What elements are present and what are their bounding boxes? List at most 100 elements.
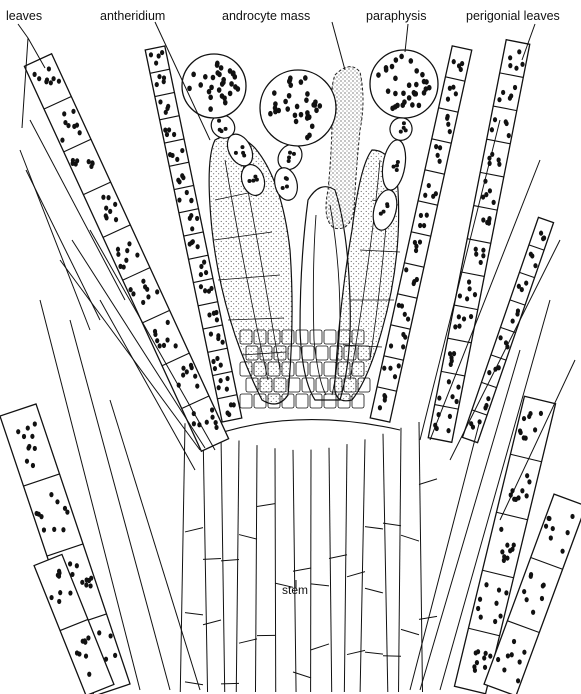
chloroplast [143, 284, 147, 289]
chloroplast [502, 554, 506, 559]
chloroplast [467, 279, 471, 284]
chloroplast [446, 428, 450, 433]
chloroplast [215, 317, 219, 322]
chloroplast [51, 76, 55, 81]
chloroplast [42, 527, 46, 532]
chloroplast [530, 253, 534, 258]
chloroplast [407, 95, 412, 101]
tissue-cell [240, 394, 252, 408]
chloroplast [385, 202, 389, 206]
chloroplast [32, 72, 36, 77]
chloroplast [210, 407, 214, 412]
chloroplast [287, 93, 292, 99]
chloroplast [180, 173, 184, 178]
chloroplast [16, 429, 20, 434]
chloroplast [390, 64, 395, 70]
chloroplast [390, 105, 395, 111]
chloroplast [208, 95, 213, 101]
stem-cross-wall [221, 559, 239, 560]
chloroplast [163, 128, 167, 133]
chloroplast [129, 287, 133, 292]
chloroplast [544, 524, 548, 529]
chloroplast [395, 164, 399, 168]
chloroplast [399, 54, 404, 60]
label-perigonial-leaves: perigonial leaves [466, 9, 560, 23]
chloroplast [114, 217, 118, 222]
tissue-cell [324, 362, 336, 376]
chloroplast [422, 223, 426, 228]
chloroplast [219, 362, 223, 367]
chloroplast [560, 549, 564, 554]
chloroplast [474, 247, 478, 252]
chloroplast [189, 198, 193, 203]
chloroplast [469, 421, 473, 426]
chloroplast [57, 599, 61, 604]
chloroplast [450, 394, 454, 399]
chloroplast [397, 363, 401, 368]
chloroplast [155, 82, 159, 87]
chloroplast [393, 76, 398, 82]
chloroplast [399, 130, 403, 134]
chloroplast [205, 420, 209, 425]
stem-cross-wall [347, 650, 365, 654]
chloroplast [216, 333, 220, 338]
chloroplast [402, 121, 406, 125]
chloroplast [493, 117, 497, 122]
chloroplast [484, 651, 488, 656]
chloroplast [427, 183, 431, 188]
chloroplast [288, 151, 292, 155]
chloroplast [458, 293, 462, 298]
chloroplast [455, 399, 459, 404]
chloroplast [224, 127, 228, 131]
chloroplast [508, 96, 512, 101]
chloroplast [146, 294, 150, 299]
chloroplast [195, 216, 199, 221]
stem-cross-wall [401, 629, 419, 634]
chloroplast [508, 63, 512, 68]
chloroplast [409, 58, 414, 64]
chloroplast [434, 144, 438, 149]
chloroplast [414, 68, 419, 74]
chloroplast [418, 239, 422, 244]
stem-cross-wall [311, 584, 329, 586]
chloroplast [418, 223, 422, 228]
chloroplast [410, 102, 415, 108]
chloroplast [422, 90, 427, 96]
chloroplast [518, 659, 522, 664]
chloroplast [203, 74, 208, 80]
tissue-cell [296, 362, 308, 376]
chloroplast [157, 53, 161, 58]
stem-cross-wall [239, 639, 257, 643]
chloroplast [165, 132, 169, 137]
chloroplast [217, 119, 221, 123]
chloroplast [566, 530, 570, 535]
stem-cross-wall [185, 613, 203, 615]
chloroplast [525, 597, 529, 602]
chloroplast [393, 374, 397, 379]
chloroplast [294, 119, 299, 125]
chloroplast [497, 157, 501, 162]
label-antheridium: antheridium [100, 9, 165, 23]
chloroplast [476, 606, 480, 611]
chloroplast [122, 264, 126, 269]
chloroplast [488, 653, 492, 658]
chloroplast [476, 649, 480, 654]
chloroplast [187, 86, 192, 92]
chloroplast [419, 213, 423, 218]
chloroplast [281, 186, 285, 190]
chloroplast [522, 416, 526, 421]
chloroplast [204, 270, 208, 275]
chloroplast [527, 414, 531, 419]
stem-cross-wall [329, 555, 347, 559]
chloroplast [487, 216, 491, 221]
chloroplast [71, 109, 75, 114]
chloroplast [199, 272, 203, 277]
chloroplast [529, 574, 533, 579]
leaf-edge [110, 400, 200, 690]
chloroplast [465, 296, 469, 301]
chloroplast [292, 152, 296, 156]
chloroplast [88, 583, 92, 588]
chloroplast [504, 119, 508, 124]
chloroplast [221, 340, 225, 345]
chloroplast [125, 248, 129, 253]
